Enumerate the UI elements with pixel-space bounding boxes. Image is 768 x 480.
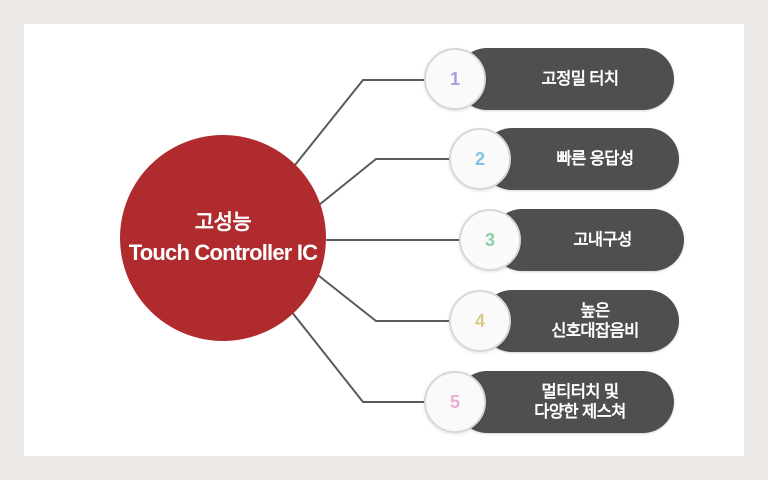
branch-number-circle-4[interactable]: 4	[449, 290, 511, 352]
connector-line-5	[290, 310, 425, 403]
connector-line-4	[313, 271, 450, 322]
branch-bar-1[interactable]: 고정밀 터치	[456, 48, 674, 110]
branch-label-3: 고내구성	[573, 230, 632, 249]
branch-label-1: 고정밀 터치	[541, 69, 619, 88]
branch-label-4: 높은 신호대잡음비	[551, 301, 639, 340]
hub-title-line1: 고성능	[194, 210, 252, 234]
branch-item-5[interactable]: 멀티터치 및 다양한 제스쳐 5	[424, 371, 674, 433]
branch-item-4[interactable]: 높은 신호대잡음비 4	[449, 290, 679, 352]
connector-line-2	[313, 158, 450, 210]
branch-number-circle-2[interactable]: 2	[449, 128, 511, 190]
branch-bar-3[interactable]: 고내구성	[491, 209, 684, 271]
branch-bar-4[interactable]: 높은 신호대잡음비	[481, 290, 679, 352]
branch-number-5: 5	[449, 392, 460, 412]
branch-number-4: 4	[474, 311, 485, 331]
branch-item-3[interactable]: 고내구성 3	[459, 209, 684, 271]
branch-number-3: 3	[484, 230, 495, 250]
branch-label-2: 빠른 응답성	[556, 149, 634, 168]
branch-number-circle-1[interactable]: 1	[424, 48, 486, 110]
branch-item-1[interactable]: 고정밀 터치 1	[424, 48, 674, 110]
branch-number-circle-3[interactable]: 3	[459, 209, 521, 271]
branch-item-2[interactable]: 빠른 응답성 2	[449, 128, 679, 190]
branch-number-circle-5[interactable]: 5	[424, 371, 486, 433]
branch-bar-5[interactable]: 멀티터치 및 다양한 제스쳐	[456, 371, 674, 433]
branch-number-2: 2	[474, 149, 485, 169]
branch-label-5: 멀티터치 및 다양한 제스쳐	[534, 382, 626, 421]
hub-title-line2: Touch Controller IC	[128, 239, 318, 265]
branch-bar-2[interactable]: 빠른 응답성	[481, 128, 679, 190]
branch-number-1: 1	[449, 69, 460, 89]
hub-circle[interactable]: 고성능 Touch Controller IC	[120, 135, 326, 341]
connector-line-1	[290, 79, 425, 171]
